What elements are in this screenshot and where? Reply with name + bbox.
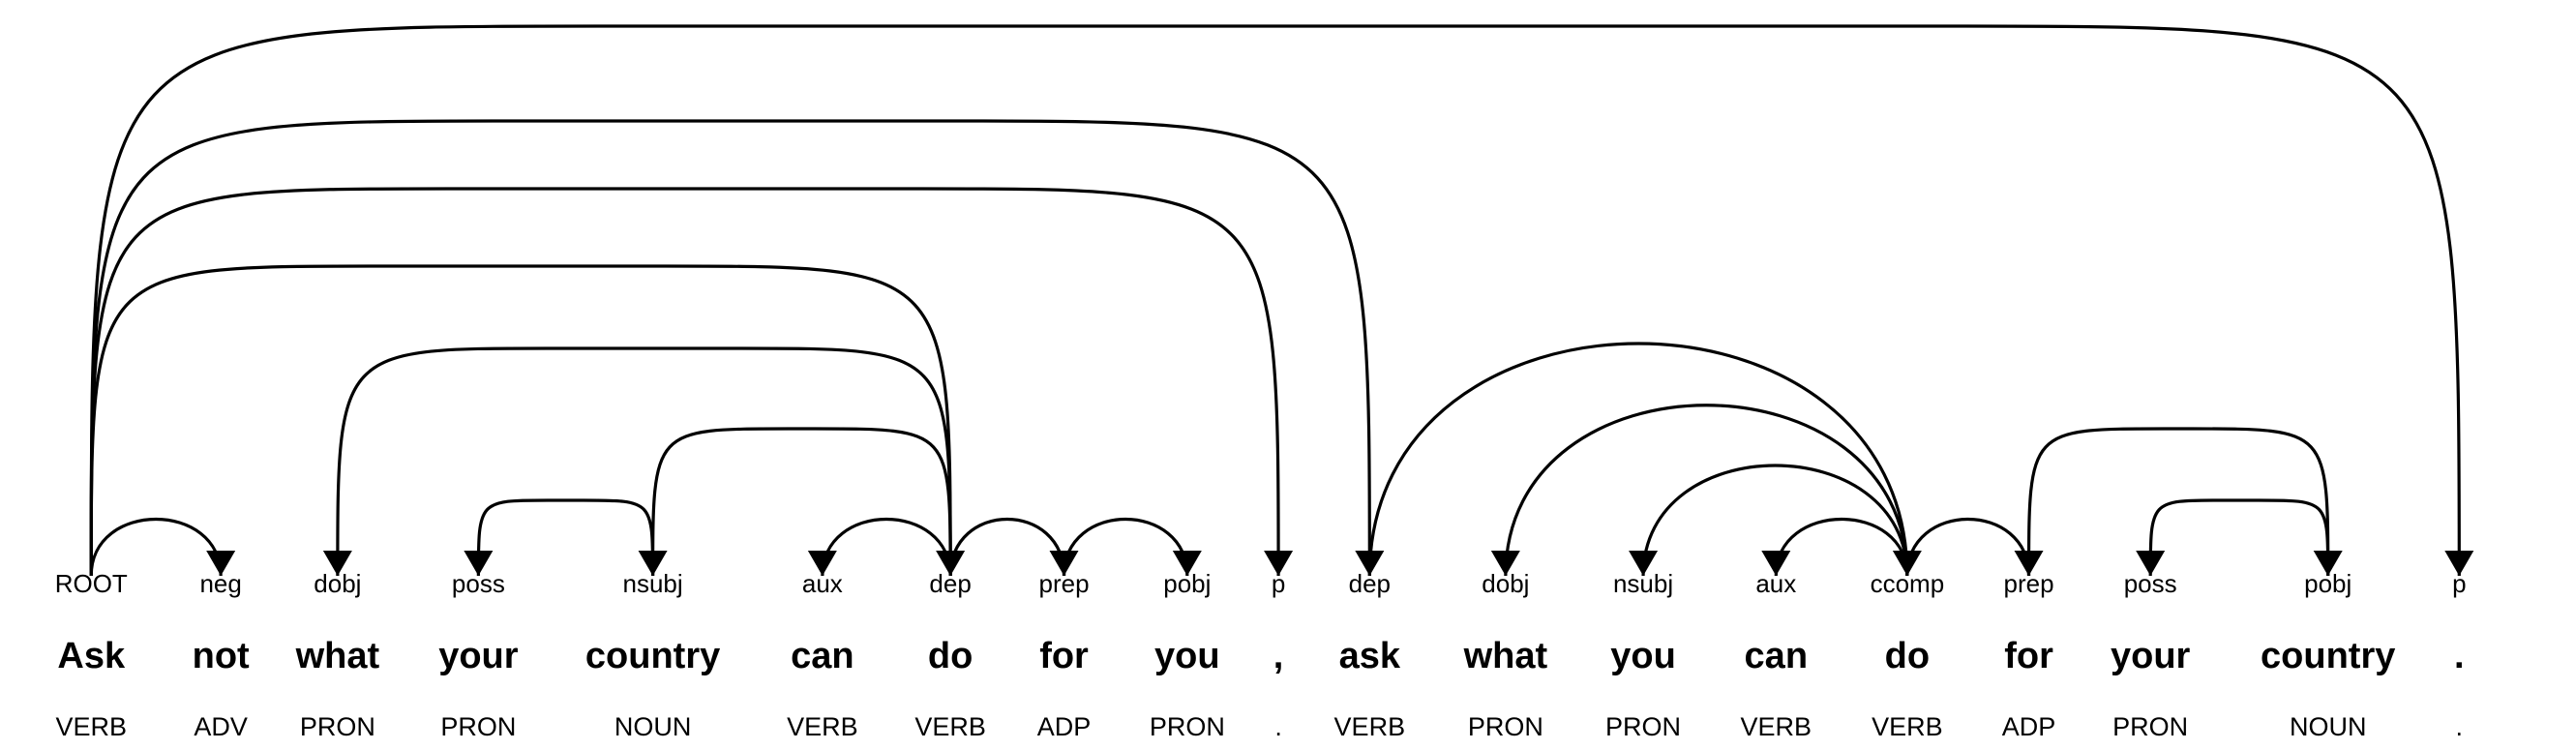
dep-label-dep-10: dep xyxy=(1349,569,1391,598)
pos-tag-8: PRON xyxy=(1150,712,1225,741)
token-word-7[interactable]: for xyxy=(1039,636,1089,676)
dep-label-pobj-17: pobj xyxy=(2304,569,2351,598)
token-word-8[interactable]: you xyxy=(1154,636,1220,676)
pos-tag-18: . xyxy=(2456,712,2464,741)
pos-tag-10: VERB xyxy=(1334,712,1406,741)
token-word-15[interactable]: for xyxy=(2004,636,2053,676)
dep-arc-pobj-15-17 xyxy=(2026,427,2330,577)
dep-label-neg-1: neg xyxy=(199,569,241,598)
dep-arc-dep-0-10 xyxy=(89,119,1371,577)
arrow-head-icon-dobj-2 xyxy=(322,551,352,576)
pos-tag-13: VERB xyxy=(1741,712,1812,741)
token-word-11[interactable]: what xyxy=(1463,636,1548,676)
dep-arc-p-0-9 xyxy=(89,187,1280,577)
token-word-17[interactable]: country xyxy=(2261,636,2395,676)
pos-tag-14: VERB xyxy=(1872,712,1943,741)
dep-arc-aux-6-5 xyxy=(821,518,952,577)
arc-group xyxy=(89,24,2474,577)
dep-arc-aux-14-13 xyxy=(1774,517,1909,577)
arrow-head-icon-nsubj-4 xyxy=(638,551,668,576)
arrow-head-icon-p-9 xyxy=(1264,551,1294,576)
pos-tag-9: . xyxy=(1274,712,1282,741)
pos-tag-17: NOUN xyxy=(2290,712,2367,741)
dep-arc-nsubj-14-12 xyxy=(1641,464,1909,577)
dep-label-poss-16: poss xyxy=(2124,569,2177,598)
arrow-head-icon-poss-16 xyxy=(2136,551,2166,576)
dep-label-poss-3: poss xyxy=(452,569,505,598)
token-word-5[interactable]: can xyxy=(791,636,854,676)
dep-label-nsubj-12: nsubj xyxy=(1613,569,1673,598)
token-word-18[interactable]: . xyxy=(2454,636,2465,676)
dep-arc-poss-17-16 xyxy=(2148,498,2330,577)
dep-arc-dobj-6-2 xyxy=(336,346,952,577)
token-word-0[interactable]: Ask xyxy=(57,636,126,676)
arrow-head-icon-aux-5 xyxy=(807,551,837,576)
dep-label-dobj-11: dobj xyxy=(1482,569,1529,598)
pos-tag-5: VERB xyxy=(787,712,858,741)
dep-label-nsubj-4: nsubj xyxy=(623,569,683,598)
dep-label-dep-6: dep xyxy=(929,569,971,598)
pos-tag-11: PRON xyxy=(1468,712,1543,741)
arrow-head-icon-poss-3 xyxy=(464,551,494,576)
dep-label-prep-7: prep xyxy=(1038,569,1089,598)
dep-label-root-0: ROOT xyxy=(55,569,128,598)
dep-label-ccomp-14: ccomp xyxy=(1871,569,1945,598)
token-word-13[interactable]: can xyxy=(1745,636,1808,676)
dep-arc-nsubj-6-4 xyxy=(650,427,952,577)
arrow-head-icon-pobj-17 xyxy=(2313,551,2343,576)
pos-tag-6: VERB xyxy=(914,712,986,741)
dep-arc-p-0-18 xyxy=(89,24,2461,577)
token-word-9[interactable]: , xyxy=(1273,636,1284,676)
dependency-label-row: ROOT neg dobj poss nsubj aux dep prep pobj p dep do… xyxy=(55,569,2467,598)
token-word-4[interactable]: country xyxy=(585,636,720,676)
pos-tag-15: ADP xyxy=(2002,712,2056,741)
arrow-head-icon-neg-1 xyxy=(206,551,236,576)
dep-arc-poss-4-3 xyxy=(476,498,655,577)
arrow-head-icon-dobj-11 xyxy=(1490,551,1520,576)
dep-label-dobj-2: dobj xyxy=(314,569,361,598)
dep-arc-neg-0-1 xyxy=(89,517,223,577)
pos-tag-row: VERB ADV PRON PRON NOUN VERB VERB ADP PRON. VERB P… xyxy=(55,712,2463,741)
pos-tag-0: VERB xyxy=(55,712,127,741)
arrow-head-icon-nsubj-12 xyxy=(1629,551,1659,576)
token-word-6[interactable]: do xyxy=(928,636,973,676)
dep-arc-pobj-7-8 xyxy=(1062,518,1189,577)
dep-arc-prep-6-7 xyxy=(948,518,1066,577)
dep-label-aux-13: aux xyxy=(1755,569,1796,598)
token-word-12[interactable]: you xyxy=(1610,636,1676,676)
pos-tag-16: PRON xyxy=(2112,712,2188,741)
dep-arc-ccomp-10-14 xyxy=(1367,342,1909,577)
pos-tag-3: PRON xyxy=(440,712,516,741)
arrow-head-icon-pobj-8 xyxy=(1172,551,1202,576)
dep-arc-dep-0-6 xyxy=(89,264,952,577)
pos-tag-12: PRON xyxy=(1605,712,1681,741)
dep-arc-dobj-14-11 xyxy=(1504,404,1909,577)
dep-label-aux-5: aux xyxy=(802,569,843,598)
word-row: Ask not what your country can do for you, ask what… xyxy=(57,636,2464,676)
token-word-2[interactable]: what xyxy=(295,636,380,676)
dep-label-prep-15: prep xyxy=(2004,569,2054,598)
pos-tag-1: ADV xyxy=(194,712,248,741)
pos-tag-4: NOUN xyxy=(614,712,692,741)
dep-label-pobj-8: pobj xyxy=(1163,569,1211,598)
token-word-14[interactable]: do xyxy=(1885,636,1930,676)
dep-label-p-9: p xyxy=(1272,569,1285,598)
token-word-1[interactable]: not xyxy=(193,636,250,676)
arrow-head-icon-aux-13 xyxy=(1761,551,1791,576)
pos-tag-7: ADP xyxy=(1037,712,1092,741)
token-word-3[interactable]: your xyxy=(438,636,519,676)
arrow-head-icon-p-18 xyxy=(2444,551,2474,576)
token-word-10[interactable]: ask xyxy=(1339,636,1401,676)
dep-arc-prep-14-15 xyxy=(1905,518,2031,577)
pos-tag-2: PRON xyxy=(300,712,375,741)
dep-label-p-18: p xyxy=(2452,569,2466,598)
token-word-16[interactable]: your xyxy=(2111,636,2191,676)
